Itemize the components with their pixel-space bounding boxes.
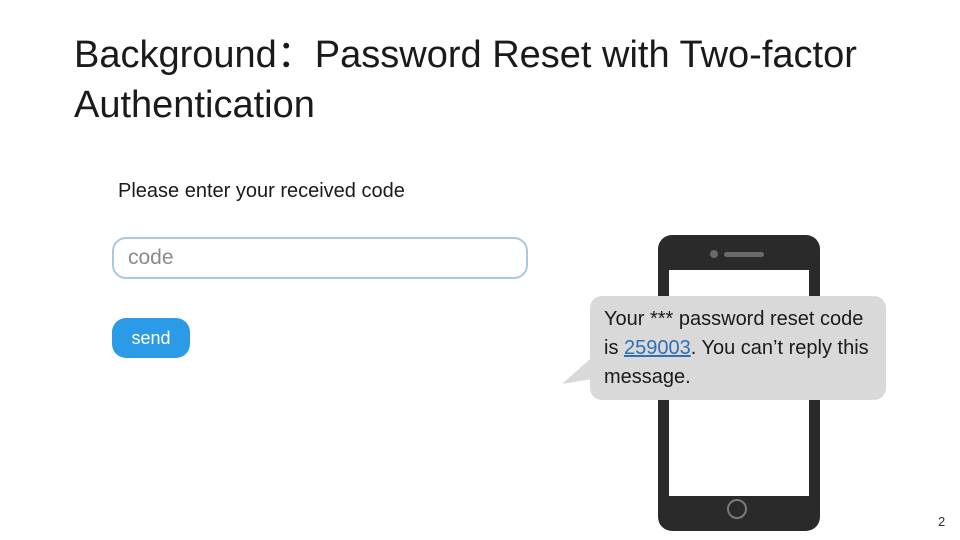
code-input[interactable] [112,237,528,279]
sms-text-before: Your *** password reset code is [604,308,864,359]
send-button[interactable]: send [112,318,190,358]
slide-title: Background：Password Reset with Two-facto… [74,34,857,126]
sms-text-after: . You can’t reply this message. [604,337,869,388]
phone-speaker-icon [724,252,764,257]
home-button-icon [727,499,747,519]
code-prompt-label: Please enter your received code [118,180,405,202]
phone-camera-icon [710,250,718,258]
send-button-label: send [131,327,171,348]
speech-bubble-tail [562,352,598,384]
reset-code: 259003 [624,337,691,359]
page-number: 2 [938,514,946,529]
sms-message-bubble: Your *** password reset code is 259003. … [590,296,886,400]
